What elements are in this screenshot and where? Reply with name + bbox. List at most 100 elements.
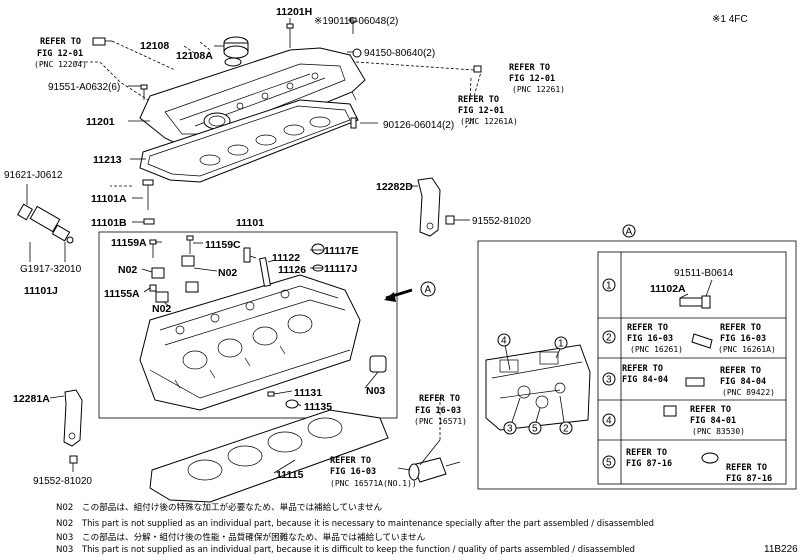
svg-text:5: 5: [606, 458, 612, 469]
svg-text:REFER TO: REFER TO: [726, 463, 767, 473]
head-bolt-drawing: [142, 179, 155, 225]
note-text: この部品は、組付け後の特殊な加工が必要なため、単品では補給していません: [82, 501, 383, 513]
svg-text:(PNC 16261A): (PNC 16261A): [718, 345, 776, 354]
note-code: N03: [56, 545, 73, 555]
ref-fig-16-03-pnc-16571: REFER TO FIG 16-03 (PNC 16571): [414, 394, 467, 426]
cylinder-head-drawing: [139, 274, 361, 411]
dashed-callouts: [75, 40, 482, 440]
svg-text:A: A: [425, 285, 432, 296]
part-label: 11115: [276, 469, 304, 481]
part-label: 11201: [86, 116, 115, 128]
svg-text:(PNC 16261): (PNC 16261): [630, 345, 683, 354]
svg-text:FIG 16-03: FIG 16-03: [330, 467, 376, 477]
svg-text:(PNC 16571): (PNC 16571): [414, 417, 467, 426]
part-label: 11117E: [324, 245, 358, 257]
part-label: 11131: [294, 387, 322, 399]
note-text: This part is not supplied as an individu…: [81, 545, 635, 555]
part-label: ※190116-06048(2): [314, 16, 398, 27]
inset-callouts: 4 1 3 5 2: [497, 333, 573, 435]
part-label: 12108A: [176, 50, 213, 62]
svg-text:FIG 16-03: FIG 16-03: [720, 334, 766, 344]
svg-text:FIG 87-16: FIG 87-16: [726, 474, 772, 484]
inset-cylinder-head-drawing: [485, 344, 591, 431]
view-arrow-a: A: [384, 281, 436, 302]
inset-row-2: REFER TO FIG 16-03 (PNC 16261) REFER TO …: [627, 323, 776, 354]
note-code: N02: [56, 519, 73, 529]
svg-text:REFER TO: REFER TO: [509, 63, 550, 73]
svg-text:(PNC 12261): (PNC 12261): [512, 85, 565, 94]
svg-text:(PNC 89422): (PNC 89422): [722, 388, 775, 397]
part-label: 11101: [236, 217, 264, 229]
part-label: 94150-80640(2): [364, 48, 435, 59]
part-label: 91552-81020: [33, 476, 92, 487]
top-bolts-drawing: [92, 17, 482, 129]
svg-text:5: 5: [532, 424, 538, 435]
ref-fig-12-01-pnc-12204: REFER TO FIG 12-01 (PNC 12204): [34, 37, 87, 69]
part-label: 11159C: [205, 239, 241, 251]
part-label: 91551-A0632(6): [48, 82, 120, 93]
part-label: 90126-06014(2): [383, 120, 454, 131]
corner-code: ※1 4FC: [712, 14, 748, 25]
svg-text:3: 3: [606, 375, 612, 386]
engine-hanger-upper-drawing: [417, 177, 468, 237]
part-label: 11122: [272, 252, 300, 264]
part-label: N02: [118, 264, 137, 276]
svg-text:1: 1: [558, 339, 564, 350]
inset-row-numbers: 1 2 3 4 5: [602, 278, 616, 469]
part-label: N02: [152, 303, 171, 315]
svg-text:2: 2: [563, 424, 569, 435]
footnotes: N02 この部品は、組付け後の特殊な加工が必要なため、単品では補給していません …: [56, 501, 654, 555]
note-text: この部品は、分解・組付け後の性能・品質確保が困難なため、単品では補給していません: [82, 531, 426, 543]
svg-text:11102A: 11102A: [650, 283, 686, 295]
part-label: 12282D: [376, 181, 413, 193]
part-label: 11101A: [91, 193, 127, 205]
inset-row-1: 91511-B0614 11102A: [650, 268, 734, 309]
svg-text:FIG 16-03: FIG 16-03: [415, 406, 461, 416]
oil-filler-cap-drawing: [223, 36, 249, 67]
svg-text:REFER TO: REFER TO: [720, 366, 761, 376]
part-label: 11126: [278, 264, 306, 276]
part-label: 11117J: [324, 263, 357, 275]
refer-to-blocks: REFER TO FIG 12-01 (PNC 12204) REFER TO …: [34, 37, 565, 488]
cylinder-head-cover-drawing: [139, 47, 366, 155]
part-label: 91552-81020: [472, 216, 531, 227]
part-label: 11159A: [111, 237, 147, 249]
svg-text:FIG 87-16: FIG 87-16: [626, 459, 672, 469]
svg-text:FIG 12-01: FIG 12-01: [37, 49, 83, 59]
svg-text:REFER TO: REFER TO: [458, 95, 499, 105]
svg-text:REFER TO: REFER TO: [330, 456, 371, 466]
part-label: 11201H: [276, 6, 312, 18]
svg-text:REFER TO: REFER TO: [627, 323, 668, 333]
svg-text:FIG 84-04: FIG 84-04: [720, 377, 766, 387]
ref-fig-12-01-pnc-12261a: REFER TO FIG 12-01 (PNC 12261A): [458, 95, 518, 126]
inset-view-a: A 1 2 3 4 5 91511-B0614 11102A REFER TO: [477, 224, 797, 490]
part-label: 11213: [93, 154, 122, 166]
svg-text:91511-B0614: 91511-B0614: [674, 268, 734, 279]
svg-text:REFER TO: REFER TO: [40, 37, 81, 47]
svg-text:FIG 12-01: FIG 12-01: [509, 74, 555, 84]
ref-fig-12-01-pnc-12261: REFER TO FIG 12-01 (PNC 12261): [509, 63, 565, 94]
ref-fig-16-03-pnc-16571a: REFER TO FIG 16-03 (PNC 16571A(NO.1)): [330, 456, 417, 488]
part-label: 12108: [140, 40, 169, 52]
part-label: 11135: [304, 401, 332, 413]
inset-frame: [477, 240, 797, 490]
inset-row-3: REFER TO FIG 84-04 REFER TO FIG 84-04 (P…: [622, 364, 775, 436]
svg-text:3: 3: [507, 424, 513, 435]
engine-hanger-lower-drawing: [63, 389, 83, 464]
inset-title: A: [626, 227, 633, 238]
svg-text:(PNC 12204): (PNC 12204): [34, 60, 87, 69]
part-label: 11155A: [104, 288, 140, 300]
part-label: 11101B: [91, 217, 127, 229]
svg-text:REFER TO: REFER TO: [626, 448, 667, 458]
svg-text:4: 4: [501, 336, 507, 347]
svg-text:(PNC 12261A): (PNC 12261A): [460, 117, 518, 126]
svg-text:REFER TO: REFER TO: [690, 405, 731, 415]
svg-text:REFER TO: REFER TO: [720, 323, 761, 333]
note-text: This part is not supplied as an individu…: [81, 519, 654, 529]
part-number-labels: 11201H ※190116-06048(2) 94150-80640(2) 1…: [4, 6, 531, 487]
inset-row-4-5: REFER TO FIG 87-16 REFER TO FIG 87-16: [626, 448, 772, 484]
figure-id: 11B226: [764, 544, 798, 555]
svg-text:1: 1: [606, 281, 612, 292]
svg-text:4: 4: [606, 416, 612, 427]
